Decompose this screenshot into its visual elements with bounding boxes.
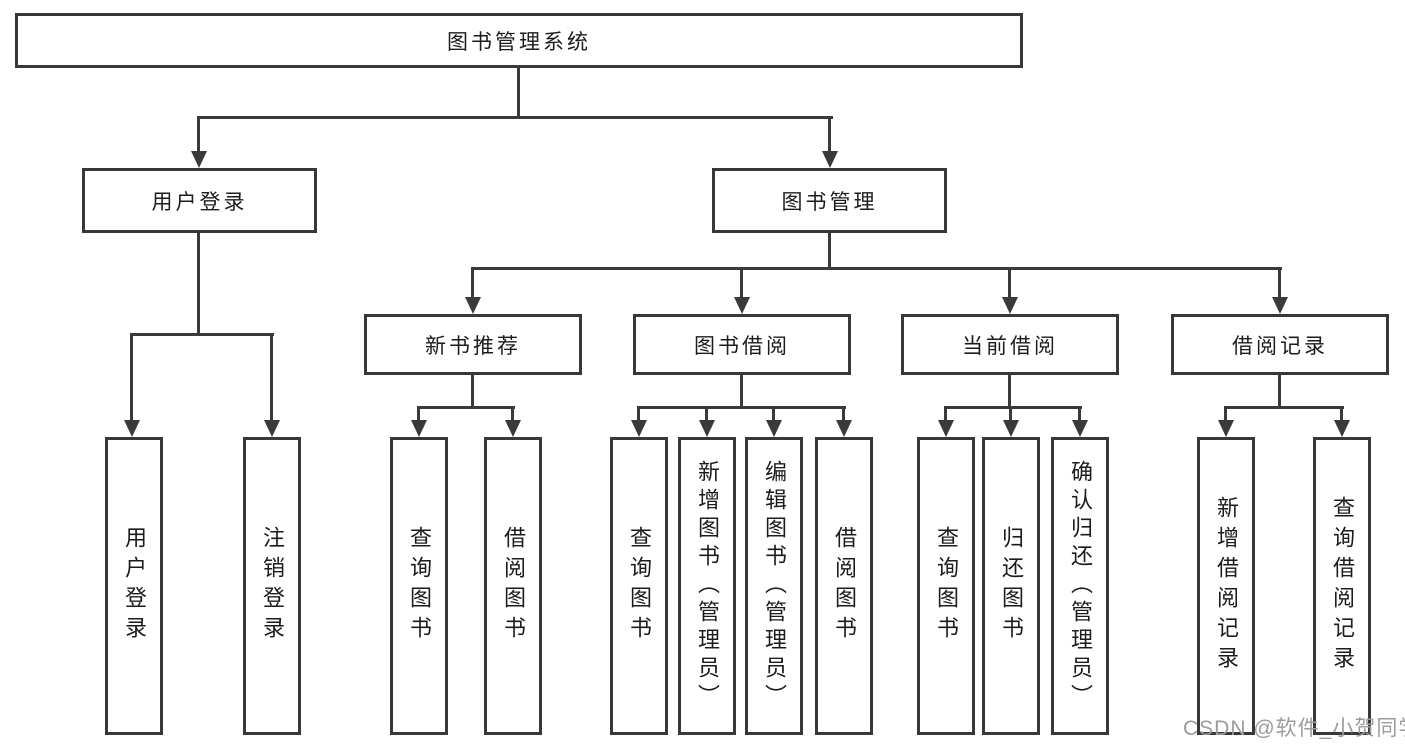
connector-line [511, 406, 514, 423]
arrow-down-icon [699, 420, 715, 437]
connector-line [1340, 406, 1343, 423]
leaf-br-query-record: 查询借阅记录 [1313, 437, 1371, 735]
arrow-down-icon [938, 420, 954, 437]
leaf-cb-return-books: 归还图书 [982, 437, 1040, 735]
leaf-bb-borrow-books: 借阅图书 [815, 437, 873, 735]
leaf-logout: 注销登录 [243, 437, 301, 735]
connector-line [471, 375, 474, 409]
node-new-book-recommend: 新书推荐 [364, 314, 582, 375]
connector-line [1008, 267, 1011, 300]
arrow-down-icon [1072, 420, 1088, 437]
connector-line [197, 233, 200, 336]
connector-line [130, 333, 133, 423]
connector-line [517, 68, 520, 119]
connector-line [772, 406, 775, 423]
connector-line [1278, 375, 1281, 409]
connector-line [944, 406, 1082, 409]
arrow-down-icon [264, 420, 280, 437]
leaf-nb-query-books: 查询图书 [390, 437, 448, 735]
arrow-down-icon [411, 420, 427, 437]
connector-line [1224, 406, 1227, 423]
arrow-down-icon [124, 420, 140, 437]
arrow-down-icon [1334, 420, 1350, 437]
node-root: 图书管理系统 [15, 13, 1023, 68]
connector-line [1008, 375, 1011, 409]
leaf-bb-edit-books-admin: 编辑图书（管理员） [745, 437, 803, 735]
leaf-user-login: 用户登录 [105, 437, 163, 735]
connector-line [417, 406, 420, 423]
connector-line [130, 333, 274, 336]
arrow-down-icon [822, 151, 838, 168]
arrow-down-icon [191, 151, 207, 168]
leaf-bb-add-books-admin: 新增图书（管理员） [678, 437, 736, 735]
csdn-watermark: CSDN @软件_小贺同学 [1183, 717, 1405, 740]
arrow-down-icon [766, 420, 782, 437]
leaf-cb-confirm-return-admin: 确认归还（管理员） [1051, 437, 1109, 735]
node-borrow-records: 借阅记录 [1171, 314, 1389, 375]
arrow-down-icon [1272, 297, 1288, 314]
connector-line [471, 267, 1282, 270]
arrow-down-icon [465, 297, 481, 314]
connector-line [417, 406, 515, 409]
connector-line [740, 375, 743, 409]
connector-line [197, 116, 833, 119]
connector-line [705, 406, 708, 423]
connector-line [740, 267, 743, 300]
arrow-down-icon [1218, 420, 1234, 437]
leaf-bb-query-books: 查询图书 [610, 437, 668, 735]
leaf-cb-query-books: 查询图书 [917, 437, 975, 735]
connector-line [1224, 406, 1344, 409]
connector-line [637, 406, 640, 423]
node-book-borrow: 图书借阅 [633, 314, 851, 375]
connector-line [1009, 406, 1012, 423]
connector-line [1078, 406, 1081, 423]
leaf-nb-borrow-books: 借阅图书 [484, 437, 542, 735]
node-user-login: 用户登录 [82, 168, 317, 233]
connector-line [944, 406, 947, 423]
connector-line [471, 267, 474, 300]
connector-line [637, 406, 846, 409]
arrow-down-icon [734, 297, 750, 314]
node-book-management: 图书管理 [712, 168, 947, 233]
leaf-br-add-record: 新增借阅记录 [1197, 437, 1255, 735]
node-current-borrow: 当前借阅 [901, 314, 1119, 375]
connector-line [197, 116, 200, 154]
arrow-down-icon [836, 420, 852, 437]
connector-line [1278, 267, 1281, 300]
connector-line [842, 406, 845, 423]
connector-line [828, 233, 831, 270]
arrow-down-icon [505, 420, 521, 437]
arrow-down-icon [631, 420, 647, 437]
connector-line [270, 333, 273, 423]
arrow-down-icon [1002, 297, 1018, 314]
arrow-down-icon [1003, 420, 1019, 437]
connector-line [828, 116, 831, 154]
